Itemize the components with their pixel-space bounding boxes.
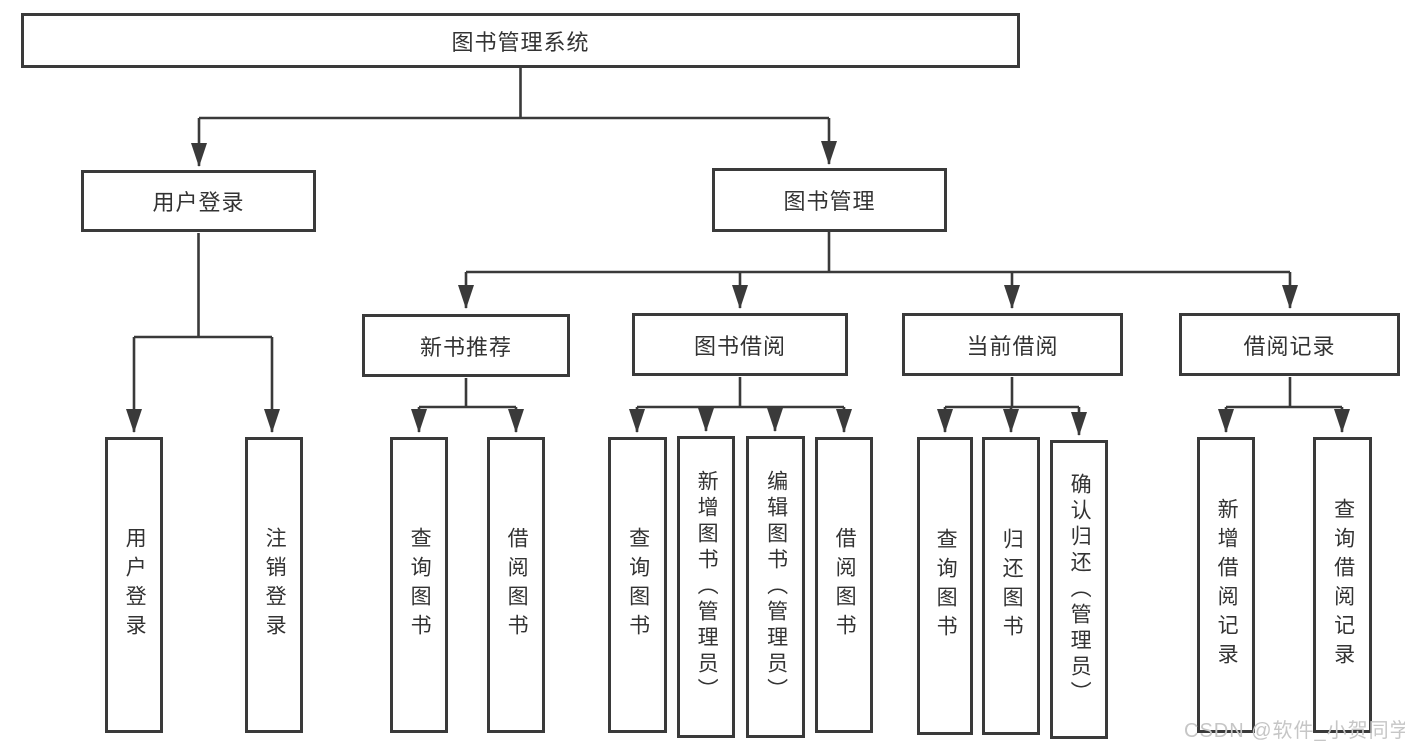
leaf-user-login: 用户登录	[105, 437, 163, 733]
node-user-login-branch: 用户登录	[81, 170, 316, 232]
node-book-management-branch: 图书管理	[712, 168, 947, 232]
leaf-add-borrow-record: 新增借阅记录	[1197, 437, 1255, 733]
leaf-query-books-borrowing: 查询图书	[608, 437, 667, 733]
connector-arrow-lines	[126, 118, 1350, 436]
leaf-borrow-books-recommend: 借阅图书	[487, 437, 545, 733]
leaf-add-book-admin: 新增图书（管理员）	[677, 436, 735, 738]
node-borrowing-records: 借阅记录	[1179, 313, 1400, 376]
node-new-book-recommendation: 新书推荐	[362, 314, 570, 377]
leaf-return-book: 归还图书	[982, 437, 1040, 735]
node-library-management-system: 图书管理系统	[21, 13, 1020, 68]
csdn-watermark: CSDN @软件_小贺同学	[1184, 720, 1405, 742]
node-current-borrowing: 当前借阅	[902, 313, 1123, 376]
leaf-edit-book-admin: 编辑图书（管理员）	[746, 436, 805, 738]
leaf-query-books-recommend: 查询图书	[390, 437, 448, 733]
leaf-query-books-current: 查询图书	[917, 437, 973, 735]
node-book-borrowing: 图书借阅	[632, 313, 848, 376]
leaf-confirm-return-admin: 确认归还（管理员）	[1050, 440, 1108, 739]
leaf-borrow-books-borrowing: 借阅图书	[815, 437, 873, 733]
connector-trunk-lines	[134, 68, 1342, 409]
leaf-query-borrow-record: 查询借阅记录	[1313, 437, 1372, 733]
leaf-logout: 注销登录	[245, 437, 303, 733]
